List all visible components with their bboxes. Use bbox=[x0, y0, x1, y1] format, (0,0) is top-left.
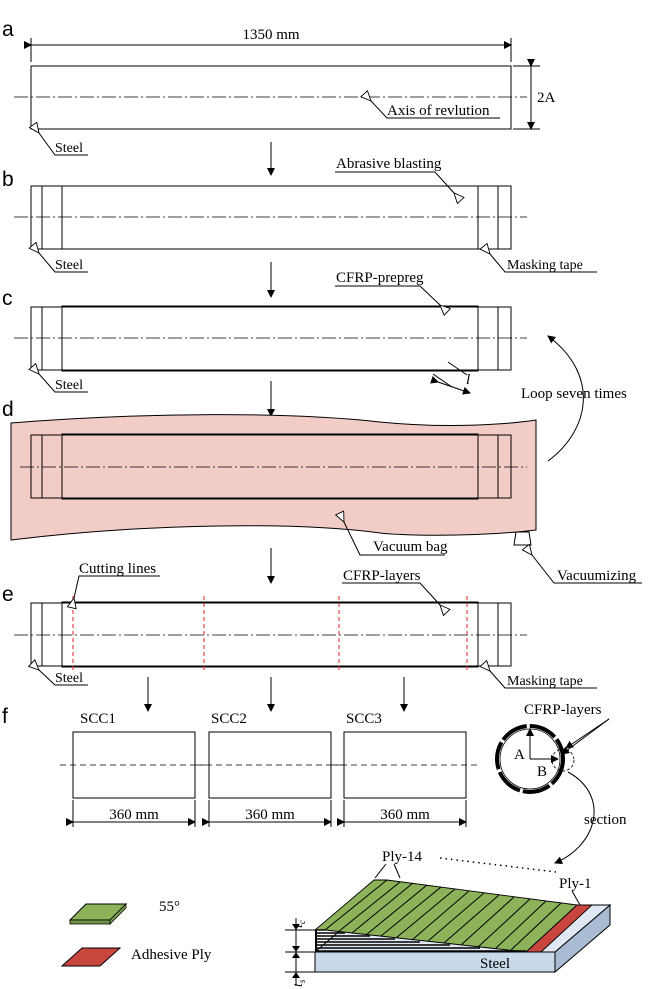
point-b-label: B bbox=[537, 764, 547, 780]
masking-left-e bbox=[41, 602, 63, 667]
cfrp-layers-e bbox=[61, 601, 479, 668]
width-dimension bbox=[430, 375, 471, 395]
thickness-c-label: tc bbox=[291, 920, 307, 928]
panel-label-e: e bbox=[2, 583, 14, 606]
masking-right-e bbox=[477, 602, 499, 667]
cfrp-layers-label-f: CFRP-layers bbox=[524, 702, 602, 718]
specimen-length: 360 mm bbox=[109, 807, 159, 823]
specimen-length: 360 mm bbox=[245, 807, 295, 823]
ply-bottom-label: Ply-1 bbox=[559, 876, 592, 892]
loop-label: Loop seven times bbox=[521, 386, 627, 402]
legend-label: Adhesive Ply bbox=[131, 947, 212, 963]
panel-label-f: f bbox=[2, 705, 8, 728]
specimen-scc1: SCC1 360 mm bbox=[60, 711, 208, 827]
masking-left-c bbox=[41, 306, 63, 371]
width-symbol: l bbox=[466, 372, 470, 388]
legend-item-adhesive: Adhesive Ply bbox=[60, 947, 212, 967]
steel-label-f: Steel bbox=[480, 956, 510, 972]
steel-tube-a bbox=[30, 65, 512, 130]
blasting-label: Abrasive blasting bbox=[336, 156, 442, 172]
radius-label: 2A bbox=[537, 90, 556, 106]
specimen-scc2: SCC2 360 mm bbox=[196, 711, 344, 827]
thickness-s-label: ts bbox=[291, 979, 307, 987]
prepreg-label: CFRP-prepreg bbox=[336, 270, 424, 286]
ply-top-label: Ply-14 bbox=[382, 849, 423, 865]
specimen-scc3: SCC3 360 mm bbox=[331, 711, 479, 827]
steel-label-b: Steel bbox=[55, 258, 83, 273]
legend-label: 55° bbox=[159, 899, 180, 915]
steel-label-a: Steel bbox=[55, 141, 83, 156]
section-arrow bbox=[554, 771, 595, 864]
thickness-dimension bbox=[285, 918, 315, 985]
steel-tube-d bbox=[30, 434, 512, 499]
axis-label: Axis of revlution bbox=[387, 103, 490, 119]
legend-item-55: 55° bbox=[68, 899, 180, 925]
vacuum-bag bbox=[10, 414, 537, 541]
cfrp-layers-label-e: CFRP-layers bbox=[343, 568, 421, 584]
panel-label-a: a bbox=[2, 18, 14, 41]
steel-label-e: Steel bbox=[55, 671, 83, 686]
steel-tube-c bbox=[30, 306, 512, 371]
tube-cross-section bbox=[495, 724, 575, 794]
ply-range-dotted bbox=[439, 857, 557, 873]
section-label: section bbox=[584, 812, 627, 828]
panel-label-c: c bbox=[2, 287, 13, 310]
laminate-layup bbox=[313, 879, 612, 974]
point-a-label: A bbox=[514, 747, 525, 763]
vacuum-valve bbox=[513, 531, 532, 546]
prepreg-wrap-c bbox=[61, 305, 479, 372]
loop-arrow bbox=[547, 335, 584, 462]
cutting-lines-label: Cutting lines bbox=[79, 561, 156, 577]
masking-label-b: Masking tape bbox=[507, 258, 583, 273]
vacuumizing-label: Vacuumizing bbox=[557, 568, 637, 584]
steel-tube-b bbox=[30, 185, 512, 250]
dimension-label: 1350 mm bbox=[242, 27, 299, 43]
specimen-name: SCC2 bbox=[211, 711, 247, 727]
masking-right-c bbox=[477, 306, 499, 371]
steel-label-c: Steel bbox=[55, 378, 83, 393]
vacuum-bag-label: Vacuum bag bbox=[373, 539, 448, 555]
prepreg-wrap-d bbox=[61, 433, 479, 500]
masking-left-b bbox=[41, 185, 63, 250]
legend: 55° Adhesive Ply bbox=[60, 899, 212, 967]
specimen-name: SCC1 bbox=[80, 711, 116, 727]
steel-tube-e bbox=[30, 602, 512, 667]
specimen-length: 360 mm bbox=[380, 807, 430, 823]
masking-right-b bbox=[477, 185, 499, 250]
masking-label-e: Masking tape bbox=[507, 674, 583, 689]
panel-label-b: b bbox=[2, 168, 14, 191]
specimen-name: SCC3 bbox=[346, 711, 382, 727]
panel-label-d: d bbox=[2, 398, 14, 421]
